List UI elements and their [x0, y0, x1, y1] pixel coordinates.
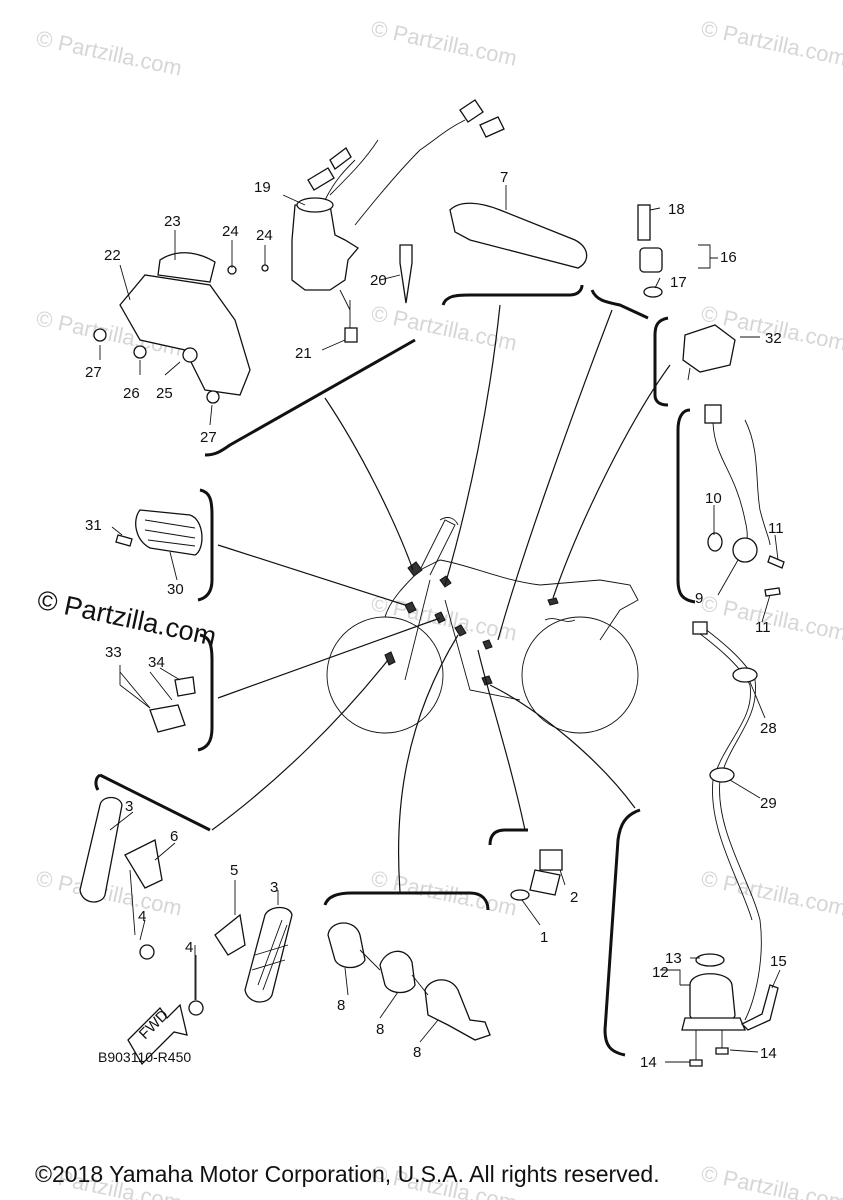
- bracket-handlebar: [323, 891, 490, 911]
- bracket-ignition: [204, 338, 416, 457]
- group-brackets: [94, 284, 696, 1057]
- bracket-neutral: [488, 828, 528, 846]
- callout-7: 7: [500, 169, 508, 186]
- callout-25: 25: [156, 385, 173, 402]
- callout-14: 14: [760, 1045, 777, 1062]
- callout-numbers: 7 19 23 22 24 24 27 26 25 27 21 20 18 16…: [85, 169, 787, 1071]
- callout-17: 17: [670, 274, 687, 291]
- callout-33: 33: [105, 644, 122, 661]
- callout-24: 24: [256, 227, 273, 244]
- callout-8: 8: [413, 1044, 421, 1061]
- watermark-text: © Partzilla.com: [369, 15, 519, 70]
- watermark-text: © Partzilla.com: [369, 300, 519, 355]
- fuel-pump-assembly: [681, 621, 779, 1067]
- callout-18: 18: [668, 201, 685, 218]
- callout-24: 24: [222, 223, 239, 240]
- callout-32: 32: [765, 330, 782, 347]
- bracket-relay: [653, 316, 669, 407]
- watermark-text: © Partzilla.com: [699, 865, 843, 920]
- callout-3: 3: [125, 798, 133, 815]
- callout-6: 6: [170, 828, 178, 845]
- callout-31: 31: [85, 517, 102, 534]
- horn-unit: [115, 509, 203, 556]
- callout-10: 10: [705, 490, 722, 507]
- callout-13: 13: [665, 950, 682, 967]
- callout-21: 21: [295, 345, 312, 362]
- sensor-assembly: [637, 204, 663, 298]
- callout-15: 15: [770, 953, 787, 970]
- relay-unit: [682, 324, 736, 381]
- callout-11: 11: [755, 619, 771, 636]
- callout-22: 22: [104, 247, 121, 264]
- callout-20: 20: [370, 272, 387, 289]
- motorcycle-outline: [326, 517, 639, 734]
- watermark-text: © Partzilla.com: [699, 590, 843, 645]
- callout-30: 30: [167, 581, 184, 598]
- callout-1: 1: [540, 929, 548, 946]
- watermark-text: © Partzilla.com: [699, 15, 843, 70]
- callout-16: 16: [720, 249, 737, 266]
- callout-34: 34: [148, 654, 165, 671]
- watermark-text: © Partzilla.com: [699, 1160, 843, 1200]
- handlebar-switches: [327, 922, 491, 1041]
- diagram-code: B903110-R450: [98, 1049, 191, 1065]
- bracket-fuelpump: [603, 808, 641, 1057]
- callout-leaders: [99, 185, 781, 1063]
- callout-8: 8: [376, 1021, 384, 1038]
- callout-4: 4: [185, 939, 193, 956]
- bracket-ecu: [441, 284, 584, 306]
- bracket-connector: [197, 633, 214, 752]
- copyright-notice: ©2018 Yamaha Motor Corporation, U.S.A. A…: [35, 1161, 660, 1187]
- callout-2: 2: [570, 889, 578, 906]
- connector-set: [119, 671, 196, 733]
- callout-12: 12: [652, 964, 669, 981]
- callout-11: 11: [768, 520, 784, 537]
- callout-27: 27: [200, 429, 217, 446]
- neutral-switch: [510, 849, 563, 901]
- callout-27: 27: [85, 364, 102, 381]
- callout-28: 28: [760, 720, 777, 737]
- watermark-text: © Partzilla.com: [34, 25, 184, 80]
- bracket-sensor: [590, 289, 649, 320]
- bracket-horn: [197, 488, 214, 602]
- callout-3: 3: [270, 879, 278, 896]
- callout-9: 9: [695, 590, 703, 607]
- callout-29: 29: [760, 795, 777, 812]
- watermark-prominent: © Partzilla.com: [35, 585, 219, 652]
- callout-19: 19: [254, 179, 271, 196]
- callout-5: 5: [230, 862, 238, 879]
- bracket-reflector: [94, 773, 211, 832]
- leader-lines: [211, 304, 671, 893]
- callout-8: 8: [337, 997, 345, 1014]
- bracket-sidestand: [676, 408, 696, 604]
- reflector-assembly: [79, 796, 293, 1016]
- ignition-assembly: [93, 99, 505, 404]
- callout-23: 23: [164, 213, 181, 230]
- callout-26: 26: [123, 385, 140, 402]
- ecu-unit: [449, 202, 588, 269]
- callout-4: 4: [138, 908, 146, 925]
- sidestand-switch: [704, 404, 785, 597]
- callout-14: 14: [640, 1054, 657, 1071]
